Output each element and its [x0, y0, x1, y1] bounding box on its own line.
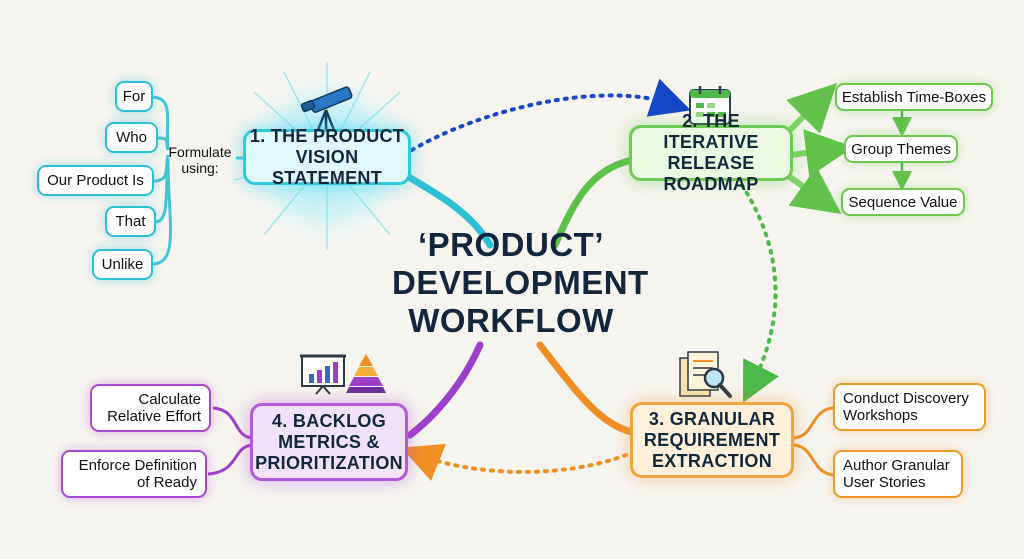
leaf-label: Group Themes — [851, 140, 951, 158]
vision-leaf-who[interactable]: Who — [105, 122, 158, 153]
requirement-title-line: REQUIREMENT — [643, 429, 781, 450]
leaf-label: Who — [116, 129, 147, 146]
vision-title-line: 1. THE PRODUCT — [249, 125, 405, 146]
branch-roadmap — [551, 156, 636, 249]
vision-leaf-that[interactable]: That — [105, 206, 156, 237]
branch-requirement — [536, 341, 636, 436]
roadmap-node[interactable]: 2. THE ITERATIVE RELEASE ROADMAP — [629, 111, 793, 194]
central-topic-line: DEVELOPMENT — [392, 264, 649, 301]
leaf-label: User Stories — [843, 474, 926, 491]
requirement-node[interactable]: 3. GRANULAR REQUIREMENT EXTRACTION — [630, 402, 794, 478]
backlog-leaf-enforce-definition-of-ready[interactable]: Enforce Definition of Ready — [61, 450, 207, 498]
requirement-title-line: 3. GRANULAR — [648, 408, 776, 429]
vision-leaf-our-product-is[interactable]: Our Product Is — [37, 165, 154, 196]
calendar-icon — [689, 86, 731, 125]
vision-leaf-connectors — [150, 95, 245, 266]
leaf-label: Calculate — [138, 391, 201, 408]
leaf-label: Author Granular — [843, 457, 950, 474]
backlog-title-line: PRIORITIZATION — [255, 452, 403, 473]
requirement-leaf-conduct-discovery[interactable]: Conduct Discovery Workshops — [833, 383, 986, 431]
leaf-label: Relative Effort — [107, 408, 201, 425]
backlog-leaf-calculate-relative-effort[interactable]: Calculate Relative Effort — [90, 384, 211, 432]
leaf-label: Sequence Value — [848, 193, 958, 211]
leaf-label: Conduct Discovery — [843, 390, 969, 407]
central-topic: ‘PRODUCT’ DEVELOPMENT WORKFLOW — [392, 226, 649, 340]
central-topic-line: WORKFLOW — [408, 302, 614, 339]
leaf-label: of Ready — [136, 474, 197, 491]
backlog-title-line: 4. BACKLOG — [271, 410, 386, 431]
leaf-label: For — [122, 88, 146, 105]
formulate-line: using: — [181, 160, 219, 176]
roadmap-leaf-establish-time-boxes[interactable]: Establish Time-Boxes — [835, 83, 993, 111]
documents-magnifier-icon — [679, 351, 732, 398]
leaf-label: Establish Time-Boxes — [841, 88, 987, 106]
roadmap-title-line: RELEASE ROADMAP — [663, 153, 759, 194]
chart-presentation-icon — [300, 354, 346, 395]
telescope-icon — [300, 86, 353, 131]
requirement-leaf-author-user-stories[interactable]: Author Granular User Stories — [833, 450, 963, 498]
backlog-leaf-connectors — [207, 406, 255, 476]
leaf-label: Our Product Is — [47, 172, 144, 189]
vision-leaf-for[interactable]: For — [115, 81, 153, 112]
leaf-label: That — [115, 213, 146, 230]
backlog-title-line: METRICS & — [278, 431, 380, 452]
requirement-leaf-connectors — [791, 406, 834, 477]
flow-arrow-requirement-to-backlog — [401, 443, 628, 481]
leaf-label: Enforce Definition — [78, 457, 197, 474]
formulate-label: Formulate using: — [160, 144, 240, 176]
flow-arrow-vision-to-roadmap — [410, 78, 691, 152]
backlog-node[interactable]: 4. BACKLOG METRICS & PRIORITIZATION — [250, 403, 408, 481]
roadmap-leaf-sequence-value[interactable]: Sequence Value — [841, 188, 965, 216]
vision-node[interactable]: 1. THE PRODUCT VISION STATEMENT — [243, 125, 411, 188]
vision-title-line: VISION STATEMENT — [271, 146, 383, 188]
pyramid-icon — [346, 354, 386, 393]
leaf-label: Workshops — [843, 407, 918, 424]
leaf-label: Unlike — [101, 256, 144, 273]
flow-arrow-roadmap-to-requirement — [740, 183, 779, 403]
formulate-line: Formulate — [168, 144, 232, 160]
roadmap-leaf-group-themes[interactable]: Group Themes — [844, 135, 958, 163]
roadmap-title-line: 2. THE ITERATIVE — [663, 111, 759, 152]
requirement-title-line: EXTRACTION — [652, 450, 772, 471]
vision-leaf-unlike[interactable]: Unlike — [92, 249, 153, 280]
central-topic-line: ‘PRODUCT’ — [418, 226, 604, 263]
branch-backlog — [406, 341, 484, 439]
